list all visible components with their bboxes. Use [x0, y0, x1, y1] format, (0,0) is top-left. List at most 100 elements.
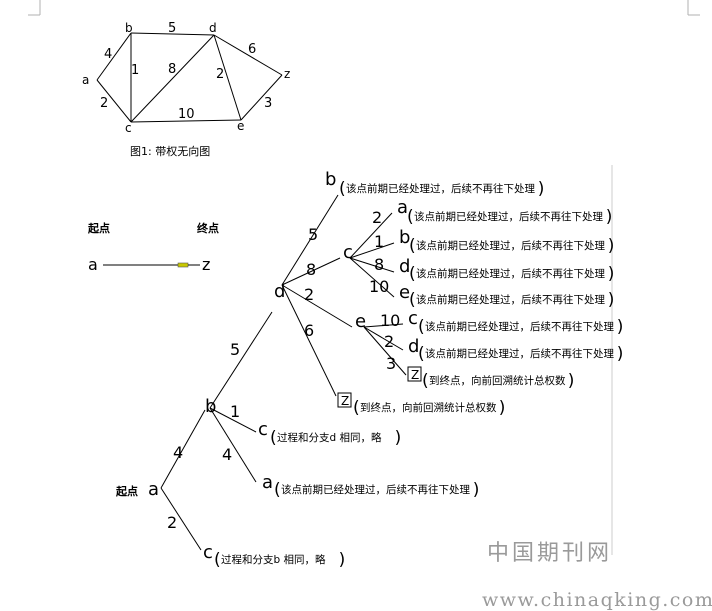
graph-edge-d-e — [213, 34, 242, 121]
page-corner-marks — [28, 0, 700, 16]
tree-weight-b_a: 4 — [222, 445, 232, 464]
graph-weight-d-z: 6 — [248, 42, 256, 57]
tree-note-paren-c_from_b: ( — [270, 428, 277, 448]
tree-note-paren-z_from_e: ( — [422, 371, 429, 391]
tree-note-close-a_from_b: ) — [473, 480, 480, 500]
tree-weight-d_b: 5 — [308, 225, 318, 244]
graph-weight-c-d: 8 — [168, 62, 176, 77]
tree-weight-c_a: 2 — [372, 208, 382, 227]
tree-node-c_from_a: c — [203, 542, 213, 563]
graph-edge-c-e — [130, 119, 242, 123]
tree-edge-c_from_d-a_from_c — [349, 212, 393, 259]
legend-start-node: a — [88, 255, 98, 274]
tree-node-a_from_c: a — [397, 197, 408, 218]
tree-weight-e_z: 3 — [386, 354, 396, 373]
tree-node-box-z_from_d — [337, 392, 352, 408]
tree-weight-d_c: 8 — [306, 260, 316, 279]
tree-edge-d-c_from_d — [281, 257, 341, 286]
tree-edge-c_from_d-b_from_c — [349, 242, 395, 259]
watermark-url: www.chinaqking.com — [482, 589, 712, 611]
tree-note-paren-d_from_e: ( — [418, 344, 425, 364]
tree-node-b_from_c: b — [399, 227, 410, 248]
graph-weight-a-c: 2 — [100, 96, 108, 111]
graph-node-z: z — [284, 67, 290, 81]
tree-weight-b_d: 5 — [230, 340, 240, 359]
tree-weight-e_c: 10 — [380, 311, 400, 330]
tree-note-c_from_e: 该点前期已经处理过，后续不再往下处理 — [425, 320, 614, 333]
tree-edge-a-c_from_a — [160, 487, 202, 551]
tree-note-close-b_from_d: ) — [538, 179, 545, 199]
graph-caption: 图1: 带权无向图 — [130, 144, 210, 158]
tree-node-a_from_b: a — [262, 472, 273, 493]
tree-node-b: b — [205, 396, 216, 417]
tree-node-b_from_d: b — [325, 169, 336, 190]
tree-weight-d_e: 2 — [304, 285, 314, 304]
tree-note-close-z_from_e: ) — [568, 371, 575, 391]
tree-note-a_from_b: 该点前期已经处理过，后续不再往下处理 — [281, 483, 470, 496]
legend-start-label: 起点 — [87, 221, 110, 235]
graph-edge-a-b — [96, 32, 132, 81]
tree-note-b_from_c: 该点前期已经处理过，后续不再往下处理 — [416, 239, 605, 252]
graph-node-d: d — [209, 21, 217, 35]
tree-note-close-e_from_c: ) — [608, 290, 615, 310]
graph-edge-b-d — [130, 32, 215, 36]
graph-edge-d-z — [213, 34, 283, 76]
tree-edge-a-b — [160, 409, 206, 489]
tree-note-paren-c_from_a: ( — [214, 550, 221, 570]
tree-node-d: d — [274, 281, 285, 302]
tree-note-d_from_e: 该点前期已经处理过，后续不再往下处理 — [425, 347, 614, 360]
tree-note-paren-e_from_c: ( — [409, 290, 416, 310]
graph-weight-e-z: 3 — [264, 96, 272, 111]
tree-note-paren-z_from_d: ( — [353, 398, 360, 418]
tree-note-paren-a_from_b: ( — [274, 480, 281, 500]
tree-note-z_from_d: 到终点，向前回溯统计总权数 — [360, 401, 497, 414]
tree-note-paren-a_from_c: ( — [407, 207, 414, 227]
tree-weight-e_d: 2 — [384, 332, 394, 351]
tree-node-z_from_d: Z — [341, 394, 349, 408]
graph-edge-e-z — [240, 74, 283, 121]
tree-note-paren-d_from_c: ( — [409, 264, 416, 284]
tree-note-close-c_from_e: ) — [617, 317, 624, 337]
tree-node-d_from_e: d — [408, 336, 419, 357]
tree-edge-e_from_d-c_from_e — [363, 323, 404, 328]
tree-node-a: a — [148, 479, 159, 500]
graph-node-a: a — [82, 73, 89, 87]
tree-edge-b-d — [209, 311, 273, 409]
tree-weight-a_b: 4 — [173, 443, 183, 462]
tree-node-box-z_from_e — [407, 366, 422, 382]
tree-edge-b-a_from_b — [209, 407, 257, 483]
tree-edge-e_from_d-d_from_e — [363, 326, 404, 351]
graph-edge-c-d — [130, 34, 215, 123]
tree-node-c_from_b: c — [258, 419, 268, 440]
tree-note-paren-c_from_e: ( — [418, 317, 425, 337]
tree-edge-d-z_from_d — [281, 284, 337, 397]
tree-weight-c_d: 8 — [374, 255, 384, 274]
tree-note-paren-b_from_d: ( — [339, 179, 346, 199]
graph-weight-c-e: 10 — [178, 107, 195, 122]
tree-note-close-c_from_b: ) — [395, 428, 402, 448]
graph-weight-b-d: 5 — [168, 21, 176, 36]
tree-note-d_from_c: 该点前期已经处理过，后续不再往下处理 — [416, 267, 605, 280]
tree-root-label: 起点 — [115, 484, 138, 498]
tree-note-close-c_from_a: ) — [339, 550, 346, 570]
tree-node-z_from_e: Z — [411, 368, 419, 382]
tree-weight-c_b: 1 — [374, 232, 384, 251]
tree-edge-d-e_from_d — [281, 284, 353, 328]
legend-marker — [177, 262, 189, 268]
tree-note-close-d_from_c: ) — [608, 264, 615, 284]
graph-weight-a-b: 4 — [104, 47, 112, 62]
graph-node-b: b — [125, 21, 133, 35]
tree-weight-a_c: 2 — [167, 513, 177, 532]
tree-note-paren-b_from_c: ( — [409, 236, 416, 256]
tree-node-c_from_d: c — [343, 242, 353, 263]
tree-note-close-d_from_e: ) — [617, 344, 624, 364]
graph-edges — [96, 32, 283, 123]
tree-note-b_from_d: 该点前期已经处理过，后续不再往下处理 — [346, 182, 535, 195]
tree-weight-c_e: 10 — [369, 277, 389, 296]
legend-end-label: 终点 — [197, 221, 219, 235]
watermark-site-name: 中国期刊网 — [487, 541, 612, 566]
graph-edge-a-c — [96, 79, 132, 123]
tree-weight-d_z: 6 — [304, 321, 314, 340]
